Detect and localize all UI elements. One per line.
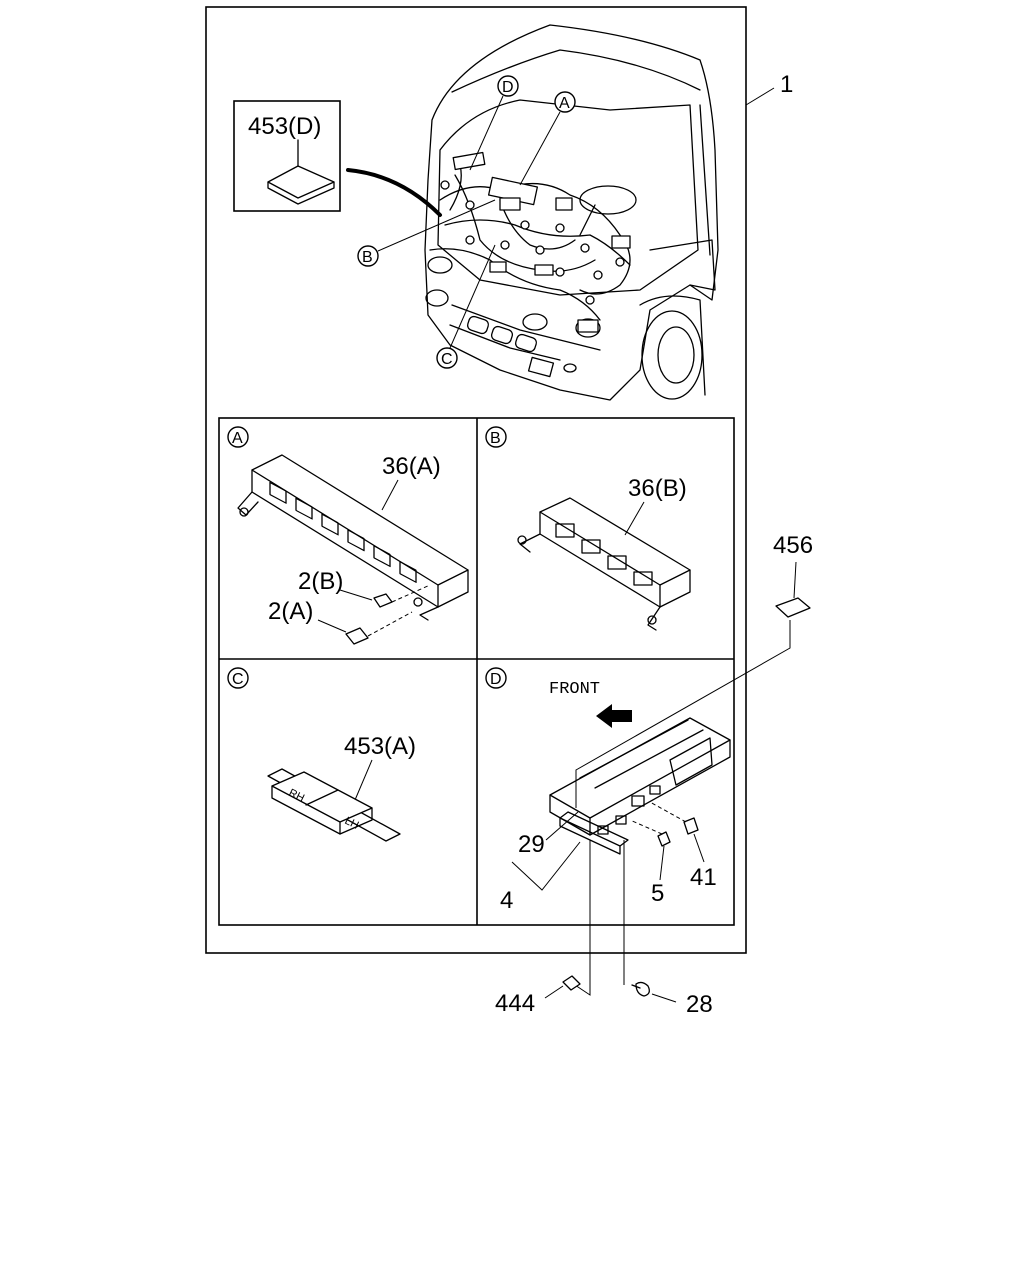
front-arrow-icon: [596, 704, 632, 728]
leader-1: [745, 87, 775, 106]
svg-text:B: B: [490, 430, 501, 447]
circle-label-d-top: D: [469, 75, 519, 171]
callout-41: 41: [690, 864, 717, 891]
circle-label-a-top: A: [519, 91, 576, 186]
detail-box-d: D FRONT 5 41 29 4: [485, 667, 731, 914]
detail-box-c: C 453(A) RH LH: [227, 667, 416, 842]
callout-456: 456: [773, 532, 813, 559]
callout-1: 1: [780, 71, 793, 98]
callout-5: 5: [651, 880, 664, 907]
part-456: 456: [575, 532, 813, 808]
svg-text:C: C: [441, 351, 453, 368]
decal-lh: LH: [343, 815, 361, 832]
callout-4: 4: [500, 887, 513, 914]
callout-453a: 453(A): [344, 733, 416, 760]
inset-453d: 453(D): [233, 100, 442, 217]
callout-36a: 36(A): [382, 453, 441, 480]
callout-36b: 36(B): [628, 475, 687, 502]
circle-label-c-top: C: [436, 244, 496, 369]
detail-box-b: B 36(B): [485, 426, 691, 631]
callout-2b: 2(B): [298, 568, 343, 595]
svg-text:B: B: [362, 249, 373, 266]
callout-2a: 2(A): [268, 598, 313, 625]
truck-cab-drawing: [424, 24, 719, 401]
callout-29: 29: [518, 831, 545, 858]
detail-box-a: A 36(A) 2(B) 2(A): [227, 426, 469, 645]
svg-text:D: D: [502, 79, 514, 96]
circle-label-b-top: B: [357, 199, 496, 267]
callout-444: 444: [495, 990, 535, 1017]
callout-28: 28: [686, 991, 713, 1018]
callout-453d: 453(D): [248, 113, 321, 140]
part-28: 28: [623, 840, 713, 1018]
svg-text:A: A: [559, 95, 570, 112]
part-444: 444: [495, 840, 591, 1017]
svg-text:D: D: [490, 671, 502, 688]
svg-text:C: C: [232, 671, 244, 688]
outer-frame: [205, 6, 747, 954]
svg-text:A: A: [232, 430, 243, 447]
front-label: FRONT: [549, 680, 600, 699]
